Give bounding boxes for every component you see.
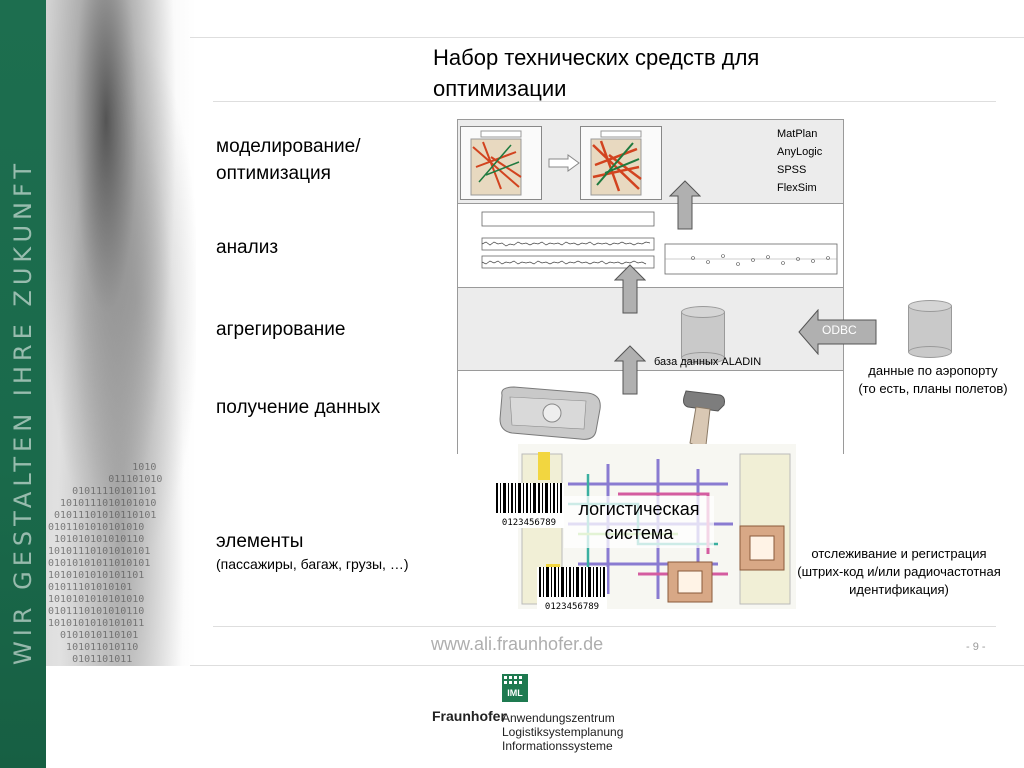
tracking-line1: отслеживание и регистрация	[811, 546, 987, 561]
label-data-acquisition: получение данных	[216, 397, 381, 418]
label-modeling-line2: оптимизация	[216, 163, 331, 184]
tools-list: MatPlan AnyLogic SPSS FlexSim	[777, 125, 822, 197]
tool-flexsim: FlexSim	[777, 182, 817, 194]
iml-logo-icon	[502, 674, 528, 702]
analysis-plot-1	[460, 206, 658, 283]
slide-title: Набор технических средств для оптимизаци…	[433, 42, 903, 104]
label-modeling: моделирование/ оптимизация	[216, 133, 360, 187]
aggregation-band: база данных ALADIN	[458, 287, 843, 370]
barcode-icon	[496, 483, 562, 513]
footer-rule-2	[190, 665, 1024, 666]
tracking-line3: идентификация)	[849, 582, 949, 597]
logistics-line2: система	[604, 523, 674, 543]
tool-spss: SPSS	[777, 164, 807, 176]
top-rule	[190, 37, 1024, 38]
label-elements-sub: (пассажиры, багаж, грузы, …)	[216, 556, 409, 572]
aladin-database-label: база данных ALADIN	[654, 356, 762, 368]
logistics-line1: логистическая	[578, 499, 700, 519]
institute-line1: Anwendungszentrum	[502, 711, 615, 725]
barcode-number: 0123456789	[544, 602, 600, 612]
up-arrow-icon	[613, 264, 647, 319]
label-elements: элементы	[216, 531, 304, 552]
label-aggregation: агрегирование	[216, 319, 346, 340]
simulation-screenshot-2	[580, 126, 662, 200]
institute-line2: Logistiksystemplanung	[502, 725, 624, 739]
airport-data-line1: данные по аэропорту	[868, 363, 998, 378]
title-line-1: Набор технических средств для	[433, 45, 760, 70]
tracking-line2: (штрих-код и/или радиочастотная	[797, 564, 1001, 579]
transition-arrow-icon	[548, 154, 580, 177]
barcode-2: 0123456789	[537, 567, 607, 612]
odbc-label: ODBC	[822, 323, 857, 337]
data-acquisition-band	[458, 370, 843, 454]
title-rule	[213, 101, 996, 102]
odbc-arrow: ODBC	[798, 309, 878, 355]
footer-rule-1	[213, 626, 996, 627]
system-diagram: MatPlan AnyLogic SPSS FlexSim	[457, 119, 844, 454]
institute-name: Anwendungszentrum Logistiksystemplanung …	[502, 711, 623, 753]
background-photo	[46, 0, 196, 666]
tool-anylogic: AnyLogic	[777, 146, 823, 158]
page-number: - 9 -	[966, 641, 986, 653]
airport-data-icon	[908, 300, 952, 358]
up-arrow-icon	[613, 345, 647, 400]
binary-decoration: 1010 011101010 01011110101101 1010111010…	[48, 462, 163, 665]
label-analysis: анализ	[216, 237, 279, 258]
up-arrow-icon	[668, 180, 702, 235]
airport-data-line2: (то есть, планы полетов)	[858, 381, 1008, 396]
analysis-band	[458, 203, 843, 287]
footer-url[interactable]: www.ali.fraunhofer.de	[431, 634, 604, 654]
barcode-number: 0123456789	[501, 518, 557, 528]
logistics-label-backdrop	[564, 496, 714, 548]
logistics-system-label: логистическая система	[564, 497, 714, 545]
left-green-band	[0, 0, 46, 768]
tracking-caption: отслеживание и регистрация (штрих-код и/…	[784, 545, 1014, 599]
simulation-screenshot-1	[460, 126, 542, 200]
title-line-2: оптимизации	[433, 76, 567, 101]
label-modeling-line1: моделирование/	[216, 136, 361, 157]
analysis-plot-2	[663, 240, 841, 291]
tool-matplan: MatPlan	[777, 128, 818, 140]
institute-line3: Informationssysteme	[502, 739, 613, 753]
barcode-scanner-device	[678, 387, 728, 454]
iml-logo-text: IML	[507, 688, 523, 698]
modeling-band: MatPlan AnyLogic SPSS FlexSim	[458, 120, 843, 203]
airport-data-caption: данные по аэропорту (то есть, планы поле…	[848, 362, 1018, 398]
barcode-1: 0123456789	[494, 483, 564, 528]
fraunhofer-logo-text: Fraunhofer	[432, 708, 506, 724]
vertical-slogan: WIR GESTALTEN IHRE ZUKUNFT	[9, 158, 37, 665]
barcode-icon	[539, 567, 605, 597]
aladin-database-icon	[681, 306, 725, 364]
rfid-reader-device	[496, 383, 606, 448]
